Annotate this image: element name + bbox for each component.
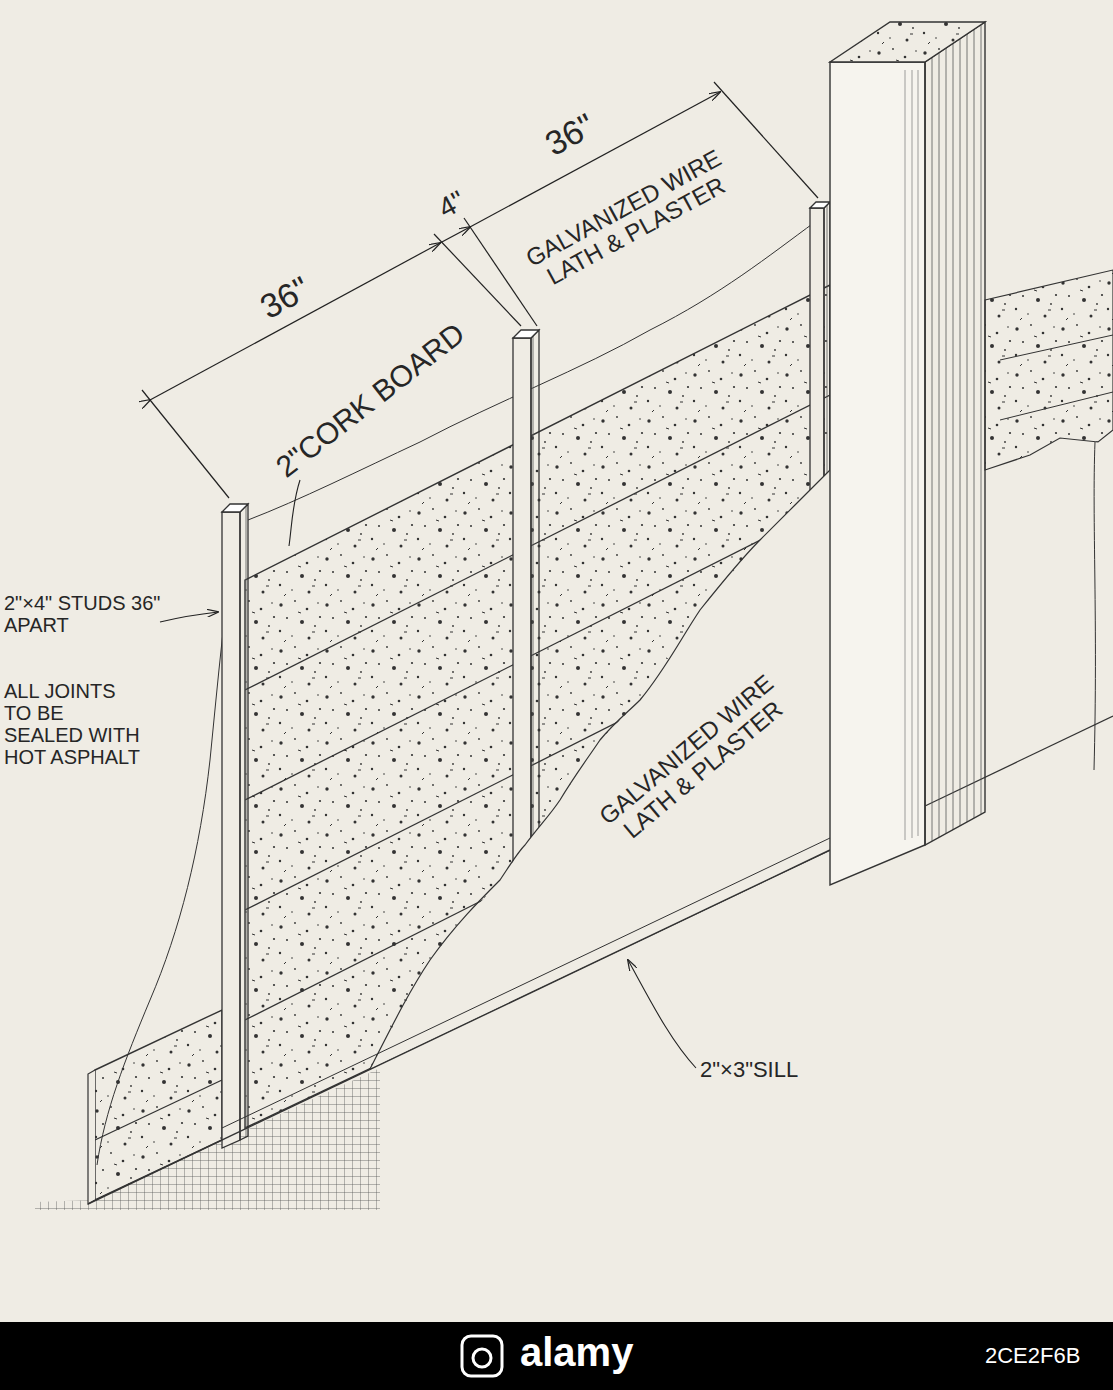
stud-side	[531, 330, 539, 860]
cork-joint	[95, 1080, 222, 1140]
dimension-text: 36"	[252, 268, 319, 328]
watermark: alamy	[520, 1330, 633, 1374]
extension-line	[434, 234, 521, 326]
stud-side	[240, 504, 248, 1140]
watermark-bar	[0, 1322, 1113, 1390]
leader-line	[628, 960, 696, 1068]
stud	[513, 330, 539, 866]
column-side	[925, 22, 985, 845]
stud-face	[513, 338, 531, 866]
concrete-column	[830, 22, 985, 885]
plaster-edge	[370, 470, 830, 1069]
stud-top	[810, 202, 830, 208]
wire-lath	[97, 520, 238, 1165]
watermark-id: 2CE2F6B	[985, 1344, 1080, 1368]
plaster	[370, 470, 830, 1069]
watermark-logo	[473, 1349, 491, 1367]
dimension-text: 4"	[431, 184, 473, 226]
column-shade	[905, 70, 918, 840]
dimension	[142, 82, 818, 498]
extension-line	[142, 390, 229, 498]
leader-line	[289, 480, 300, 546]
dimension-text: 36"	[537, 105, 604, 165]
wall-base	[88, 850, 830, 1204]
material-note: GALVANIZED WIRE LATH & PLASTER	[502, 134, 757, 305]
watermark-logo	[462, 1336, 502, 1376]
stud-top	[222, 504, 248, 512]
column-face	[830, 62, 925, 885]
extension-line	[464, 218, 537, 326]
leader	[160, 480, 696, 1068]
cork-edge	[88, 1070, 95, 1204]
extension-line	[714, 82, 818, 198]
stud-face	[222, 512, 240, 1148]
stud-note: 2"×4" STUDS 36" APART	[4, 592, 164, 636]
cork-board	[95, 1010, 222, 1200]
column-top	[830, 22, 985, 62]
joint-note: ALL JOINTS TO BE SEALED WITH HOT ASPHALT	[4, 680, 146, 768]
back-wall-joint	[1000, 335, 1113, 420]
material-note: 2"CORK BOARD	[267, 315, 473, 486]
stud-top	[513, 330, 539, 338]
sill-note: 2"×3"SILL	[700, 1058, 798, 1082]
leader-line	[160, 612, 218, 622]
stud	[222, 504, 248, 1148]
dimension-line	[440, 227, 470, 243]
sill	[222, 838, 830, 1128]
back-wall-edge	[1094, 442, 1095, 770]
back-wall-cork	[985, 270, 1113, 470]
cork-board	[245, 285, 830, 1128]
